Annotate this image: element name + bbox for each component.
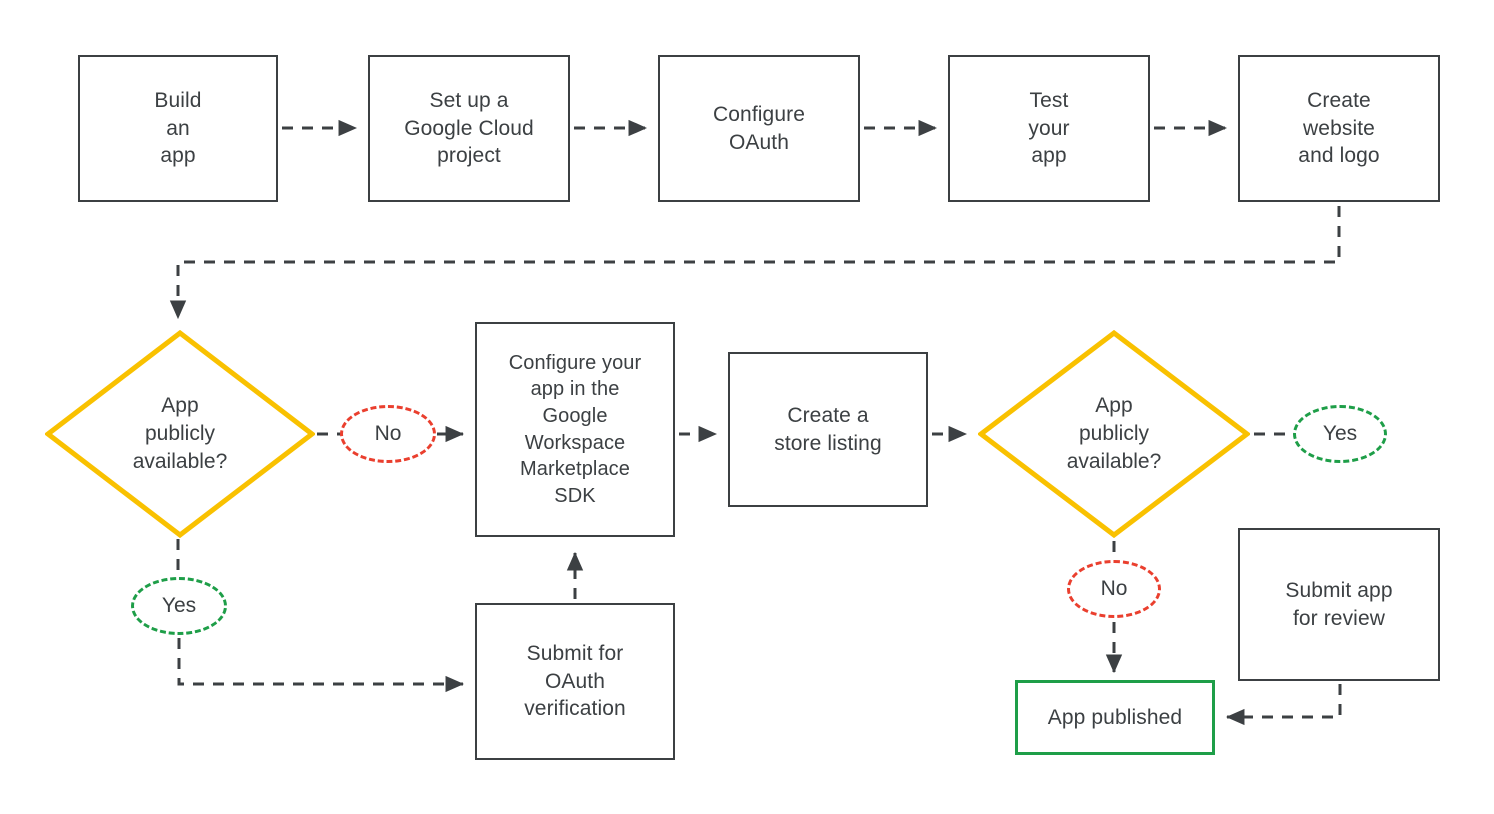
decision-left-label: App publicly available? <box>132 394 228 473</box>
edge-submit-review-to-published <box>1225 684 1342 726</box>
node-gcp-project[interactable]: Set up a Google Cloud project <box>368 55 570 202</box>
node-configure-sdk[interactable]: Configure your app in the Google Workspa… <box>475 322 675 537</box>
edge-label-left-yes: Yes <box>131 577 227 635</box>
node-decision-left[interactable]: App publicly available? <box>45 330 315 538</box>
node-test-app[interactable]: Test your app <box>948 55 1150 202</box>
node-submit-review[interactable]: Submit app for review <box>1238 528 1440 681</box>
edge-label-right-yes: Yes <box>1293 405 1387 463</box>
edge-label-right-no: No <box>1067 560 1161 618</box>
edge-yes-left-to-oauth-verification <box>177 638 465 693</box>
decision-right-label: App publicly available? <box>1066 394 1162 473</box>
edge-label-left-no: No <box>340 405 436 463</box>
node-configure-oauth[interactable]: Configure OAuth <box>658 55 860 202</box>
diamond-shape-left <box>45 330 315 538</box>
node-create-website[interactable]: Create website and logo <box>1238 55 1440 202</box>
edge-website-to-decision-left <box>169 206 1341 320</box>
node-store-listing[interactable]: Create a store listing <box>728 352 928 507</box>
node-oauth-verification[interactable]: Submit for OAuth verification <box>475 603 675 760</box>
node-decision-right[interactable]: App publicly available? <box>978 330 1250 538</box>
node-build-app[interactable]: Build an app <box>78 55 278 202</box>
node-app-published[interactable]: App published <box>1015 680 1215 755</box>
diamond-shape-right <box>978 330 1250 538</box>
